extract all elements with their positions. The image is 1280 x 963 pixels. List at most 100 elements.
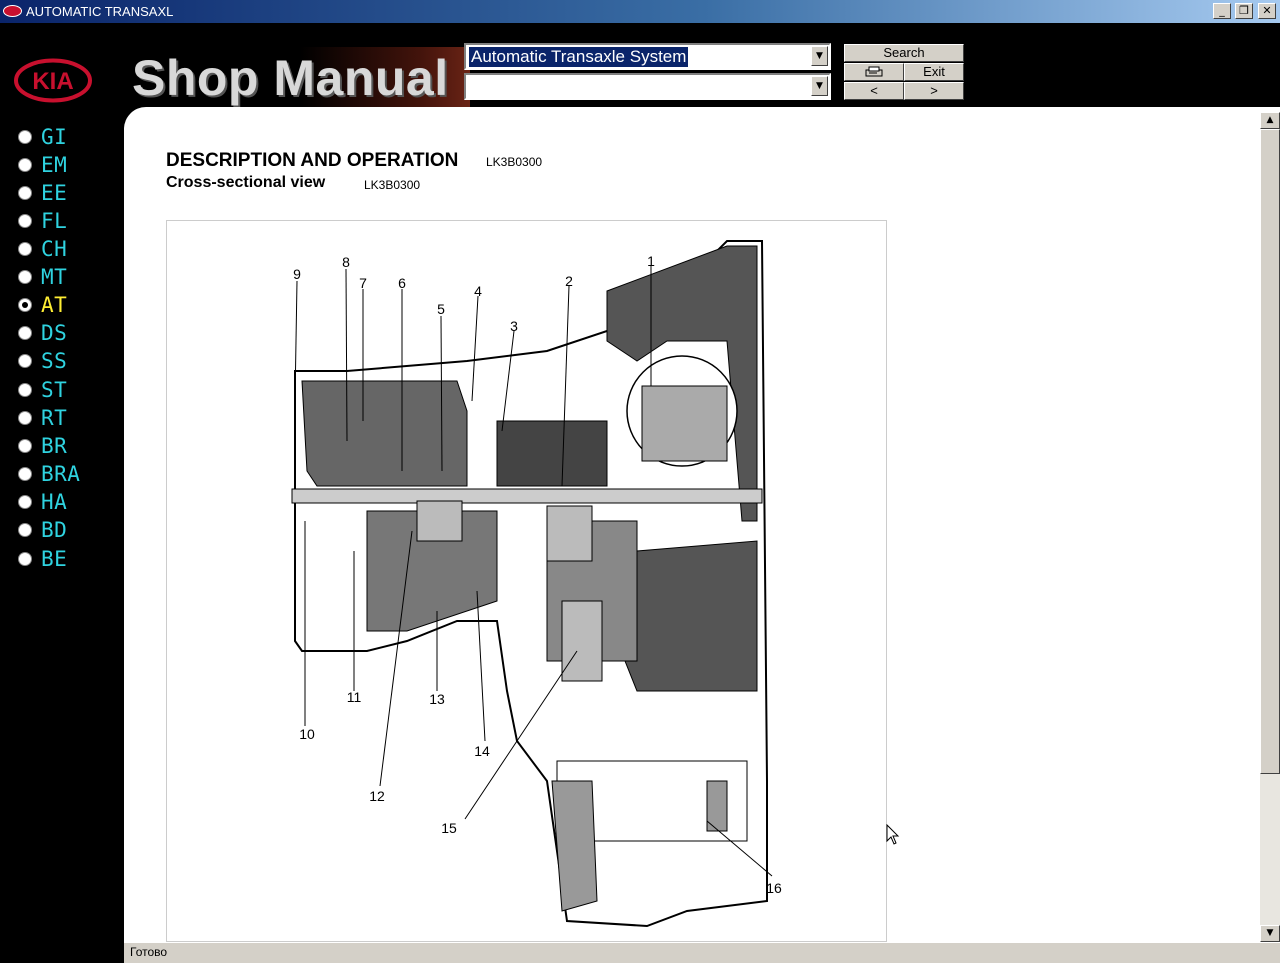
callout-7: 7 — [359, 275, 367, 291]
nav-item-bd[interactable]: BD — [18, 517, 67, 543]
radio-icon[interactable] — [18, 130, 32, 144]
callout-1: 1 — [647, 253, 655, 269]
app-header: KIA Shop Manual Automatic Transaxle Syst… — [0, 23, 1280, 123]
radio-icon[interactable] — [18, 242, 32, 256]
nav-item-label: BRA — [41, 462, 81, 486]
nav-item-ch[interactable]: CH — [18, 236, 67, 262]
callout-12: 12 — [369, 788, 385, 804]
radio-icon[interactable] — [18, 298, 32, 312]
print-button[interactable] — [844, 63, 904, 81]
callout-5: 5 — [437, 301, 445, 317]
system-select-value: Automatic Transaxle System — [469, 47, 689, 67]
close-button[interactable]: ✕ — [1258, 3, 1276, 19]
radio-icon[interactable] — [18, 270, 32, 284]
nav-item-ss[interactable]: SS — [18, 348, 67, 374]
nav-item-label: EE — [41, 181, 68, 205]
radio-icon[interactable] — [18, 411, 32, 425]
nav-item-ds[interactable]: DS — [18, 320, 67, 346]
radio-icon[interactable] — [18, 158, 32, 172]
radio-icon[interactable] — [18, 186, 32, 200]
callout-14: 14 — [474, 743, 490, 759]
radio-icon[interactable] — [18, 495, 32, 509]
window-title: AUTOMATIC TRANSAXL — [26, 4, 174, 19]
page-title-code: LK3B0300 — [486, 155, 543, 169]
radio-icon[interactable] — [18, 214, 32, 228]
nav-item-label: SS — [41, 349, 68, 373]
nav-item-label: BR — [41, 434, 68, 458]
callout-10: 10 — [299, 726, 315, 742]
nav-item-label: CH — [41, 237, 68, 261]
nav-item-label: AT — [41, 293, 68, 317]
callout-2: 2 — [565, 273, 573, 289]
kia-logo-text: KIA — [32, 68, 73, 95]
document-pane: DESCRIPTION AND OPERATION LK3B0300 Cross… — [124, 107, 1280, 942]
nav-item-label: BD — [41, 518, 68, 542]
exit-button[interactable]: Exit — [904, 63, 964, 81]
radio-icon[interactable] — [18, 552, 32, 566]
nav-item-label: FL — [41, 209, 68, 233]
vertical-scrollbar[interactable]: ▲ ▼ — [1260, 112, 1280, 942]
callout-13: 13 — [429, 691, 445, 707]
nav-item-fl[interactable]: FL — [18, 208, 67, 234]
scroll-up-icon[interactable]: ▲ — [1260, 112, 1280, 129]
callout-6: 6 — [398, 275, 406, 291]
radio-icon[interactable] — [18, 354, 32, 368]
minimize-button[interactable]: _ — [1213, 3, 1231, 19]
callout-4: 4 — [474, 283, 482, 299]
nav-item-st[interactable]: ST — [18, 377, 67, 403]
radio-icon[interactable] — [18, 467, 32, 481]
scrollbar-thumb[interactable] — [1260, 129, 1280, 774]
nav-item-label: ST — [41, 378, 68, 402]
callout-9: 9 — [293, 266, 301, 282]
nav-item-label: HA — [41, 490, 68, 514]
search-button[interactable]: Search — [844, 44, 964, 62]
transaxle-cross-section-figure: 1 2 3 4 5 6 7 8 9 10 11 12 13 14 15 16 — [166, 220, 887, 942]
callout-8: 8 — [342, 254, 350, 270]
kia-app-icon — [3, 5, 22, 17]
nav-item-label: GI — [41, 125, 68, 149]
nav-item-ee[interactable]: EE — [18, 180, 67, 206]
chevron-down-icon[interactable]: ▼ — [811, 76, 828, 96]
prev-page-button[interactable]: < — [844, 82, 904, 100]
cross-section-drawing: 1 2 3 4 5 6 7 8 9 10 11 12 13 14 15 16 — [291, 240, 782, 928]
page-title: DESCRIPTION AND OPERATION — [166, 150, 459, 171]
page-subtitle-code: LK3B0300 — [364, 178, 421, 192]
title-bar: AUTOMATIC TRANSAXL _ ❐ ✕ — [0, 0, 1280, 23]
nav-item-rt[interactable]: RT — [18, 405, 67, 431]
scroll-down-icon[interactable]: ▼ — [1260, 925, 1280, 942]
nav-item-em[interactable]: EM — [18, 152, 67, 178]
page-subtitle: Cross-sectional view — [166, 174, 326, 191]
nav-item-label: DS — [41, 321, 68, 345]
next-page-button[interactable]: > — [904, 82, 964, 100]
kia-logo: KIA — [14, 58, 92, 103]
radio-icon[interactable] — [18, 326, 32, 340]
nav-item-label: BE — [41, 547, 68, 571]
callout-16: 16 — [766, 880, 782, 896]
system-select[interactable]: Automatic Transaxle System ▼ — [464, 43, 831, 70]
nav-item-at[interactable]: AT — [18, 292, 67, 318]
callout-11: 11 — [347, 689, 362, 705]
nav-item-label: EM — [41, 153, 68, 177]
nav-item-br[interactable]: BR — [18, 433, 67, 459]
nav-item-be[interactable]: BE — [18, 546, 67, 572]
nav-item-ha[interactable]: HA — [18, 489, 67, 515]
nav-item-label: MT — [41, 265, 68, 289]
status-bar: Готово — [124, 942, 1280, 963]
callout-3: 3 — [510, 318, 518, 334]
radio-icon[interactable] — [18, 439, 32, 453]
nav-item-bra[interactable]: BRA — [18, 461, 80, 487]
mouse-cursor-icon — [886, 824, 900, 845]
nav-item-label: RT — [41, 406, 68, 430]
callout-15: 15 — [441, 820, 457, 836]
status-text: Готово — [130, 945, 168, 959]
radio-icon[interactable] — [18, 523, 32, 537]
printer-icon — [865, 66, 883, 77]
brand-title: Shop Manual — [132, 50, 449, 106]
topic-select[interactable]: ▼ — [464, 73, 831, 100]
nav-item-mt[interactable]: MT — [18, 264, 67, 290]
radio-icon[interactable] — [18, 383, 32, 397]
section-nav: GI EM EE FL CH MT AT DS SS ST RT BR BRA HA BD BE — [0, 107, 124, 963]
restore-button[interactable]: ❐ — [1235, 3, 1253, 19]
chevron-down-icon[interactable]: ▼ — [811, 46, 828, 66]
nav-item-gi[interactable]: GI — [18, 124, 67, 150]
